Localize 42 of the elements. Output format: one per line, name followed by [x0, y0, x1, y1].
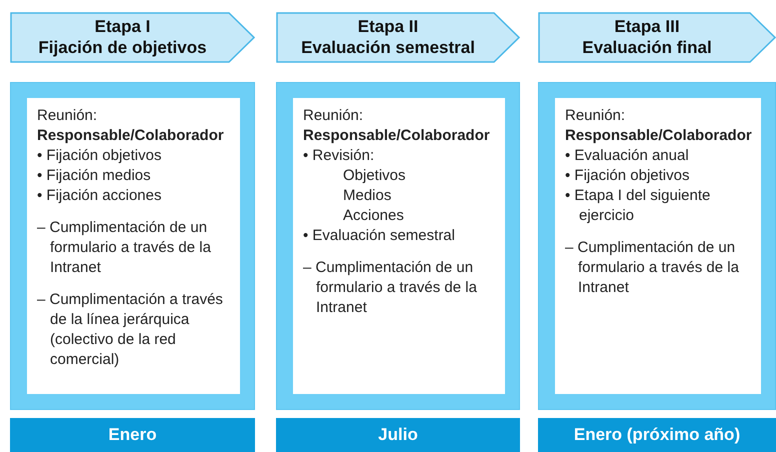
period-label: Enero (próximo año) — [574, 425, 740, 445]
stage-number: Etapa III — [613, 16, 681, 37]
period-bar — [276, 418, 520, 452]
stage-panel — [276, 82, 520, 410]
period-bar — [538, 418, 776, 452]
note-item: – Cumplimentación a través de la línea jerárquica (colectivo de la red comercial) — [37, 290, 224, 370]
stage-number: Etapa II — [356, 16, 420, 37]
period-bar — [10, 418, 255, 452]
bullet-item: • Revisión: — [303, 146, 376, 166]
sub-item: Objetivos — [342, 166, 407, 186]
note-item: – Cumplimentación de un formulario a través de la Intranet — [565, 238, 740, 298]
bullet-item: • Fijación objetivos — [37, 146, 162, 166]
note-item: – Cumplimentación de un formulario a través de la Intranet — [37, 218, 212, 278]
bullet-item: • Etapa I del siguiente ejercicio — [565, 186, 712, 226]
period-label: Julio — [378, 425, 418, 445]
sub-item: Acciones — [342, 206, 405, 226]
bullet-item: • Evaluación semestral — [303, 226, 456, 246]
stage-title: Evaluación final — [581, 37, 713, 58]
stage-number: Etapa I — [94, 16, 152, 37]
meeting-label: Reunión: — [565, 106, 626, 126]
text-card — [27, 98, 240, 394]
chevron-header — [10, 12, 255, 63]
meeting-label: Reunión: — [303, 106, 364, 126]
bullet-item: • Fijación objetivos — [565, 166, 690, 186]
stage-title: Evaluación semestral — [300, 37, 476, 58]
stage-panel — [10, 82, 255, 410]
bullet-item: • Fijación medios — [37, 166, 152, 186]
chevron-header — [276, 12, 520, 63]
stage-title: Fijación de objetivos — [37, 37, 208, 58]
role-heading: Responsable/Colaborador — [303, 126, 491, 146]
chevron-header — [538, 12, 776, 63]
bullet-item: • Fijación acciones — [37, 186, 162, 206]
text-card — [555, 98, 761, 394]
bullet-item: • Evaluación anual — [565, 146, 690, 166]
text-card — [293, 98, 505, 394]
stage-panel — [538, 82, 776, 410]
meeting-label: Reunión: — [37, 106, 98, 126]
role-heading: Responsable/Colaborador — [37, 126, 225, 146]
period-label: Enero — [108, 425, 157, 445]
role-heading: Responsable/Colaborador — [565, 126, 751, 146]
note-item: – Cumplimentación de un formulario a través de la Intranet — [303, 258, 478, 318]
sub-item: Medios — [342, 186, 392, 206]
